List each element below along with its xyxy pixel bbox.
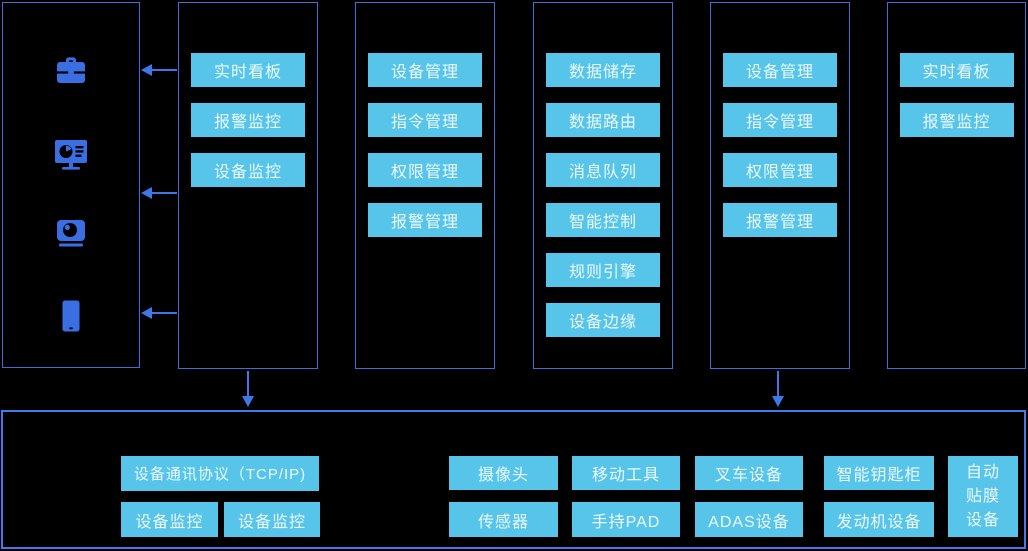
node-sensor: 传感器 <box>449 502 558 537</box>
node-mobile-tools: 移动工具 <box>572 456 680 490</box>
management-column-2: 设备管理 指令管理 权限管理 报警管理 <box>710 2 850 369</box>
node-intelligent-control: 智能控制 <box>546 203 660 237</box>
arrow-left-icon <box>141 307 177 319</box>
node-auto-film-line: 自动 <box>965 463 1000 481</box>
node-adas-device: ADAS设备 <box>695 502 803 537</box>
node-data-storage: 数据储存 <box>546 53 660 87</box>
node-permission-mgmt: 权限管理 <box>723 153 837 187</box>
arrow-left-icon <box>141 187 177 199</box>
node-camera-device: 摄像头 <box>449 456 558 490</box>
node-alarm-mgmt: 报警管理 <box>723 203 837 237</box>
smartphone-icon <box>61 299 81 338</box>
node-device-monitor: 设备监控 <box>224 502 320 537</box>
node-command-mgmt: 指令管理 <box>723 103 837 137</box>
arrow-down-icon <box>242 371 254 407</box>
node-realtime-board: 实时看板 <box>191 53 305 87</box>
node-device-edge: 设备边缘 <box>546 303 660 337</box>
node-realtime-board: 实时看板 <box>899 53 1014 87</box>
node-permission-mgmt: 权限管理 <box>368 153 482 187</box>
node-alarm-monitor: 报警监控 <box>899 103 1014 137</box>
node-alarm-monitor: 报警监控 <box>191 103 305 137</box>
monitoring-app-column: 实时看板 报警监控 设备监控 <box>178 2 318 369</box>
node-engine-device: 发动机设备 <box>824 502 934 537</box>
platform-core-column: 数据储存 数据路由 消息队列 智能控制 规则引擎 设备边缘 <box>533 2 673 369</box>
dashboard-column: 实时看板 报警监控 <box>887 2 1026 369</box>
device-access-layer: 设备通讯协议（TCP/IP) 设备监控 设备监控 摄像头 移动工具 叉车设备 智… <box>1 410 1026 549</box>
node-auto-film-device: 自动 贴膜 设备 <box>948 456 1018 537</box>
node-handheld-pad: 手持PAD <box>572 502 680 537</box>
node-device-mgmt: 设备管理 <box>723 53 837 87</box>
node-auto-film-line: 贴膜 <box>965 487 1000 505</box>
device-icon-stack <box>3 3 139 367</box>
node-device-mgmt: 设备管理 <box>368 53 482 87</box>
node-alarm-mgmt: 报警管理 <box>368 203 482 237</box>
node-auto-film-line: 设备 <box>965 511 1000 529</box>
management-column-1: 设备管理 指令管理 权限管理 报警管理 <box>355 2 495 369</box>
node-message-queue: 消息队列 <box>546 153 660 187</box>
node-smart-key-cabinet: 智能钥匙柜 <box>824 456 934 490</box>
node-rule-engine: 规则引擎 <box>546 253 660 287</box>
briefcase-icon <box>54 56 88 91</box>
node-forklift-device: 叉车设备 <box>695 456 803 490</box>
arrow-down-icon <box>772 371 784 407</box>
monitor-dashboard-icon <box>54 138 88 177</box>
node-device-protocol-tcpip: 设备通讯协议（TCP/IP) <box>121 456 319 491</box>
node-command-mgmt: 指令管理 <box>368 103 482 137</box>
arrow-left-icon <box>141 64 177 76</box>
camera-icon <box>55 218 87 255</box>
node-data-routing: 数据路由 <box>546 103 660 137</box>
device-icons-panel <box>2 2 140 368</box>
node-device-monitor: 设备监控 <box>191 153 305 187</box>
node-device-monitor: 设备监控 <box>121 502 218 537</box>
